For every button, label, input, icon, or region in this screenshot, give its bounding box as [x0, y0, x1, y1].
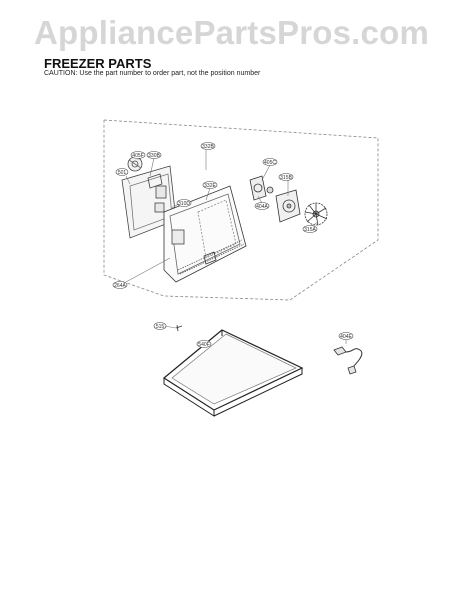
callout-315b: 315B [280, 175, 292, 181]
shelf-frame [162, 329, 304, 417]
watermark: AppliancePartsPros.com [33, 14, 430, 51]
callout-330b: 330B [148, 153, 160, 159]
callout-404e: 404E [340, 334, 352, 340]
callout-404a: 404A [256, 204, 268, 210]
callout-501: 501 [118, 170, 127, 176]
assembly-frame [103, 119, 379, 301]
callout-315a: 315A [304, 227, 316, 233]
callout-540f: 540F [198, 342, 209, 348]
fan-blade [304, 202, 328, 226]
page-title: FREEZER PARTS [44, 56, 152, 71]
callout-310d: 310D [178, 201, 190, 207]
callout-264a: 264A [114, 283, 126, 289]
callout-515: 515 [156, 324, 165, 330]
wire-harness [333, 346, 363, 375]
evaporator-cover [163, 185, 247, 283]
screw [175, 324, 183, 332]
callout-405c: 405C [264, 160, 276, 166]
callout-332e: 332E [204, 183, 216, 189]
caution-note: CAUTION: Use the part number to order pa… [44, 70, 261, 77]
callout-332b: 332B [202, 144, 214, 150]
motor-bracket [249, 175, 267, 201]
callout-405f: 405F [132, 153, 143, 159]
